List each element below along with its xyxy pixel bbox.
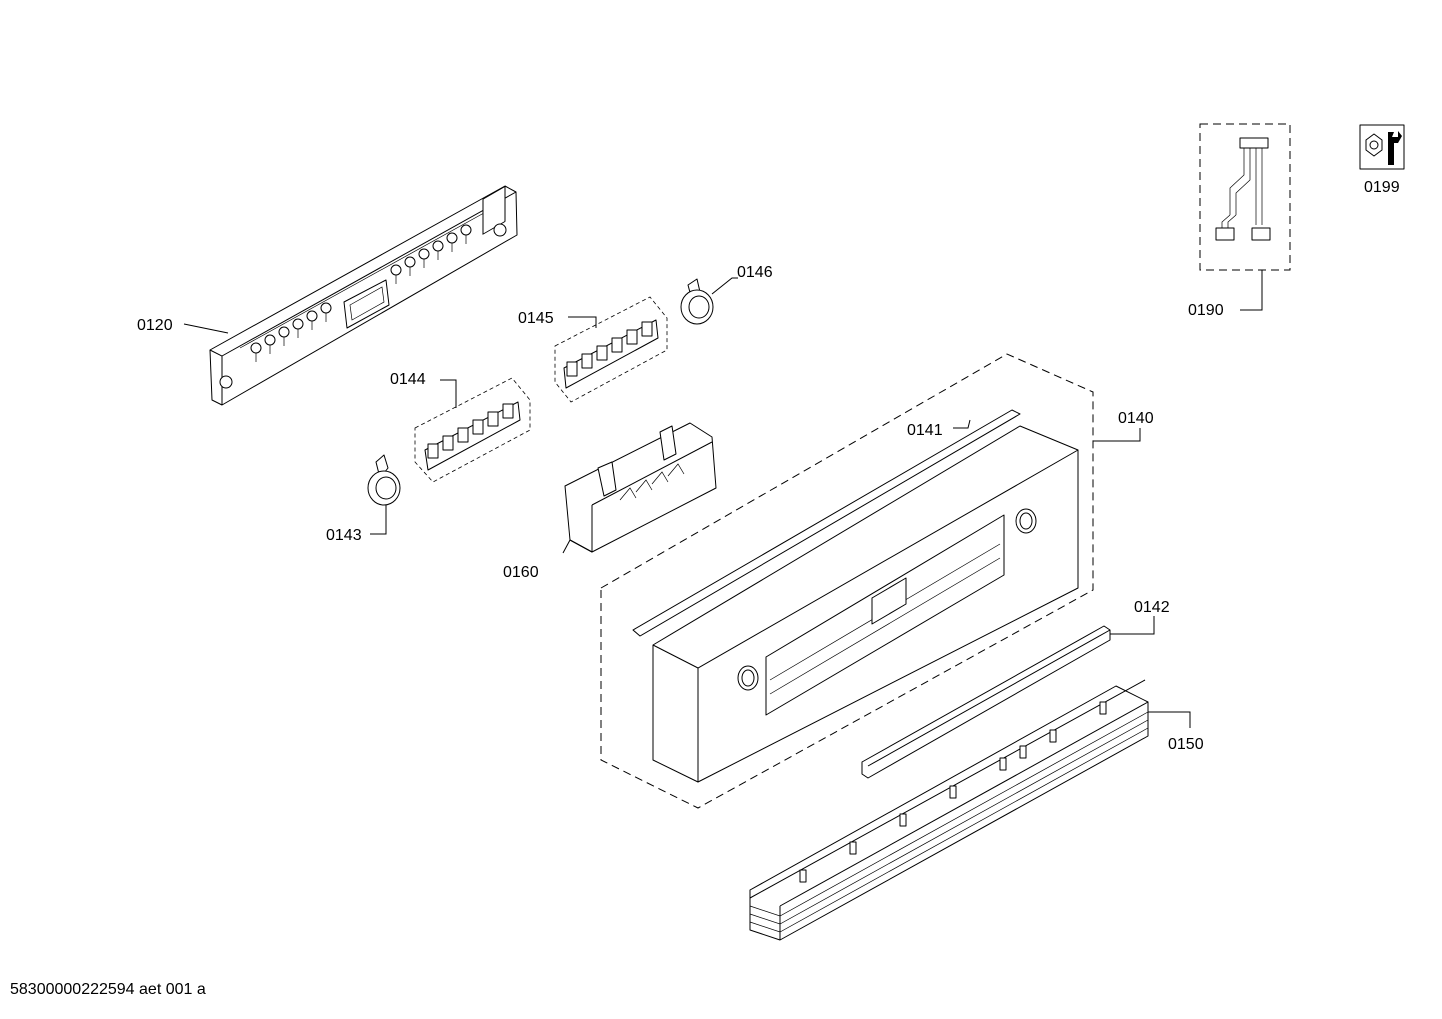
part-0120-control-board[interactable]: 0120 bbox=[137, 185, 518, 406]
part-0140-control-panel[interactable]: 0140 bbox=[600, 353, 1154, 809]
part-0199-accessory[interactable]: 0199 bbox=[1359, 124, 1405, 196]
part-0190-cable-harness[interactable]: 0190 bbox=[1188, 123, 1291, 319]
part-0150-bottom-frame[interactable]: 0150 bbox=[749, 679, 1204, 941]
label-0160: 0160 bbox=[503, 564, 539, 581]
label-0190: 0190 bbox=[1188, 302, 1224, 319]
label-0145: 0145 bbox=[518, 310, 554, 327]
wrench-nut-icon bbox=[1365, 131, 1402, 165]
drawing-id: 58300000222594 aet 001 a bbox=[10, 981, 206, 998]
part-0146-knob[interactable]: 0146 bbox=[680, 264, 773, 325]
label-0120: 0120 bbox=[137, 317, 173, 334]
label-0142: 0142 bbox=[1134, 599, 1170, 616]
label-0150: 0150 bbox=[1168, 736, 1204, 753]
part-0145-switch-block[interactable]: 0145 bbox=[518, 296, 668, 403]
label-0199: 0199 bbox=[1364, 179, 1400, 196]
part-0143-knob[interactable]: 0143 bbox=[326, 454, 401, 544]
label-0146: 0146 bbox=[737, 264, 773, 281]
part-0144-switch-block[interactable]: 0144 bbox=[390, 371, 531, 483]
part-0142-trim-strip[interactable]: 0142 bbox=[861, 599, 1170, 779]
label-0144: 0144 bbox=[390, 371, 426, 388]
part-0141-seal-strip[interactable]: 0141 bbox=[632, 409, 1021, 637]
label-0143: 0143 bbox=[326, 527, 362, 544]
label-0141: 0141 bbox=[907, 422, 943, 439]
part-0160-handle[interactable]: 0160 bbox=[503, 422, 717, 581]
label-0140: 0140 bbox=[1118, 410, 1154, 427]
